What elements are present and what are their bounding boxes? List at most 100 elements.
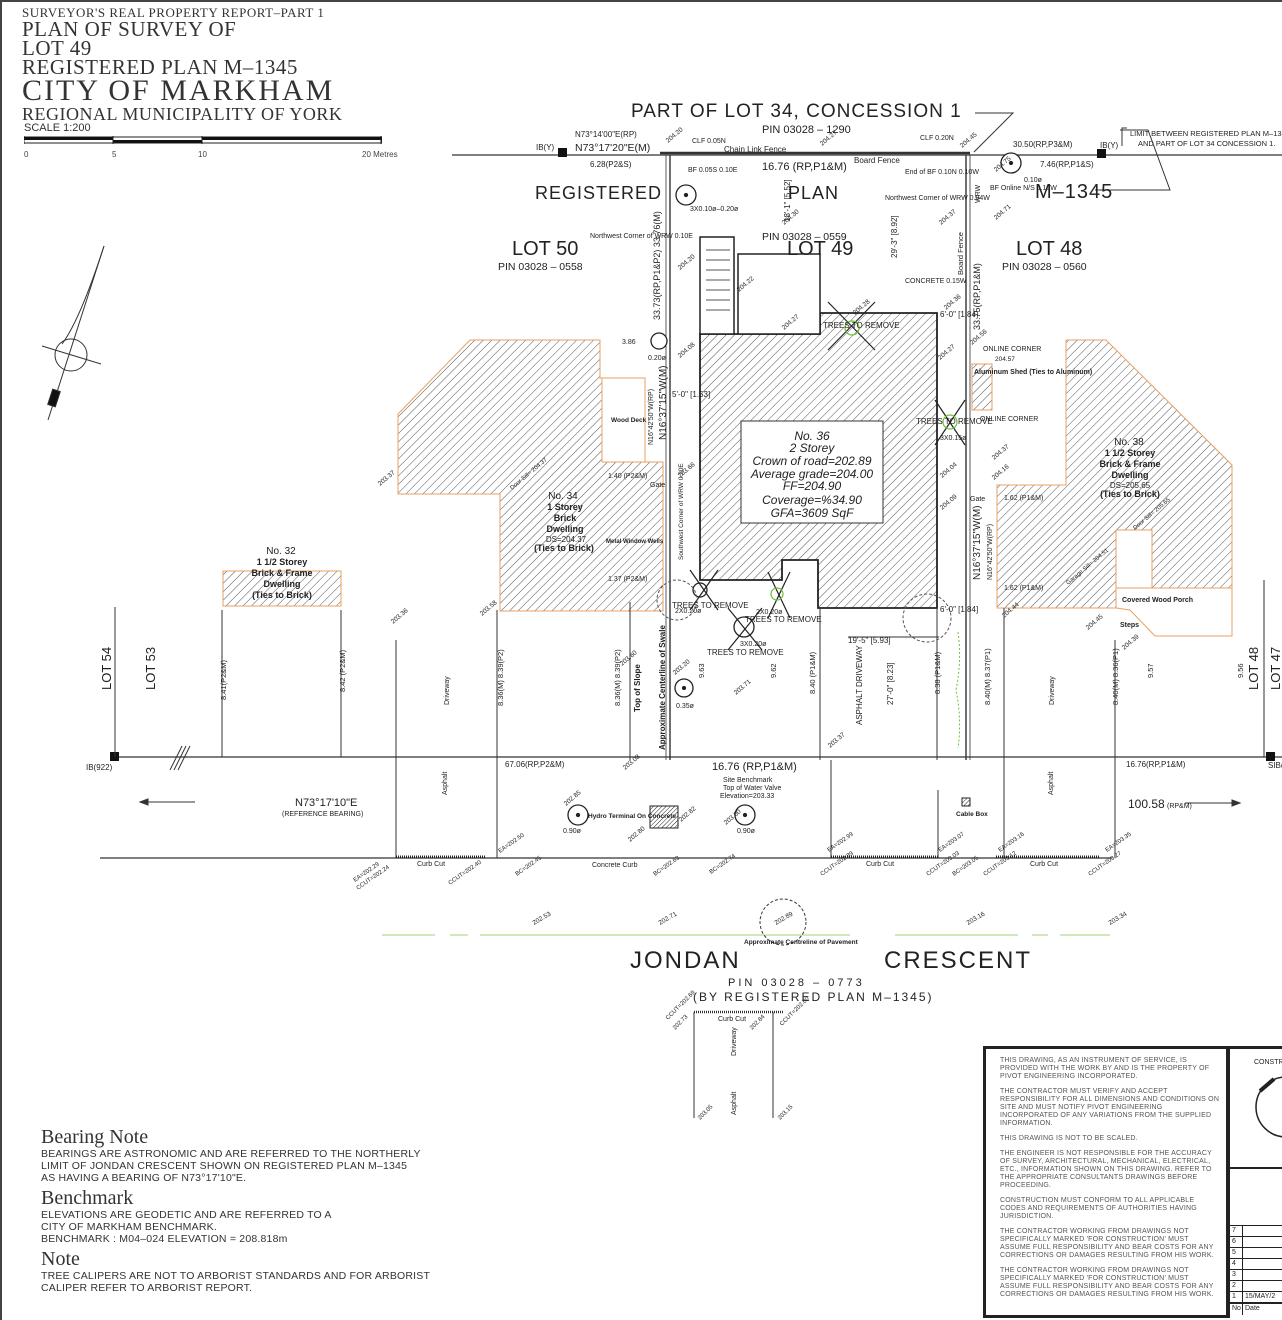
part-of-lot-leader (973, 112, 1015, 153)
board-fence-vertical: Board Fence (956, 232, 965, 275)
dist-3050: 30.50(RP,P3&M) (1013, 140, 1073, 149)
elevation: 203.08 (622, 753, 642, 771)
disclaimer-3: THIS DRAWING IS NOT TO BE SCALED. (1000, 1135, 1138, 1142)
lower-driveway-label: Driveway (731, 1027, 738, 1056)
house-32-l1: 1 1/2 Storey (257, 557, 308, 567)
dim-frontage-838: 8.38 (P1&M) (933, 651, 942, 694)
part-of-lot-title: PART OF LOT 34, CONCESSION 1 (631, 101, 962, 122)
frontage-lines (395, 602, 1116, 858)
elevation: 204.20 (677, 253, 697, 271)
disclaimer-2: THE CONTRACTOR MUST VERIFY AND ACCEPT RE… (1000, 1088, 1220, 1127)
trees-remove-4: TREES TO REMOVE (745, 615, 822, 624)
revision-row-6: 6 (1230, 1236, 1282, 1248)
note-text: TREE CALIPERS ARE NOT TO ARBORIST STANDA… (41, 1270, 431, 1294)
revision-row-7: 7 (1230, 1225, 1282, 1237)
trees-remove-2: TREES TO REMOVE (916, 417, 993, 426)
reference-bearing-note: (REFERENCE BEARING) (282, 811, 363, 818)
curb-value: CCUT=203.12 (983, 850, 1019, 877)
lot-48-label-b: LOT 48 (1246, 647, 1261, 690)
house-38-l1: 1 1/2 Storey (1105, 448, 1156, 458)
plan-number: M–1345 (1035, 181, 1113, 203)
elevation: 204.45 (959, 131, 979, 149)
region-name: REGIONAL MUNICIPALITY OF YORK (22, 104, 343, 124)
dim-frontage-962: 9.62 (769, 663, 778, 678)
west-lot-line (665, 155, 671, 760)
rev-no: 4 (1232, 1260, 1236, 1267)
lot-50-pin: PIN 03028 – 0558 (498, 261, 583, 273)
west-bearing-rp: N16°42'50"W(RP) (647, 389, 655, 445)
house-36-info: No. 36 2 Storey Crown of road=202.89 Ave… (750, 429, 874, 520)
ib-y-east: IB(Y) (1100, 141, 1119, 150)
aluminum-shed-label: Aluminum Shed (Ties to Aluminum) (974, 369, 1092, 376)
house-38-no: No. 38 (1114, 437, 1144, 448)
curb-cut-2: Curb Cut (866, 861, 894, 868)
house-36-crown: Crown of road=202.89 (752, 454, 871, 468)
house-38-footprint (996, 339, 1233, 609)
lot-53-label: LOT 53 (143, 647, 158, 690)
house-38-ds: DS=205.65 (1110, 481, 1151, 490)
curb-value: EA=203.16 (998, 831, 1026, 853)
dim-29-3: 29'-3" [8.92] (890, 215, 899, 258)
lot-49-pin: PIN 03028 – 0559 (762, 231, 847, 243)
tree-remove-icon (689, 301, 966, 651)
driveway-right: Driveway (1049, 676, 1056, 705)
bearing-arrow (138, 798, 1242, 807)
elevation: 204.04 (939, 461, 959, 479)
lower-elev: 202.84 (749, 1014, 767, 1032)
disclaimer-6: THE CONTRACTOR WORKING FROM DRAWINGS NOT… (1000, 1228, 1214, 1259)
registered-plan: REGISTERED PLAN M–1345 (22, 55, 298, 79)
dim-frontage-840c: 8.40(M) 8.36(P1) (1111, 648, 1120, 705)
elevation: 204.36 (943, 293, 963, 311)
house-36-ff: FF=204.90 (783, 479, 842, 493)
covered-wood-porch: Covered Wood Porch (1122, 597, 1193, 604)
elevation: 203.37 (377, 469, 397, 487)
chain-link-fence: Chain Link Fence (724, 145, 787, 154)
house-34-l3: Dwelling (546, 524, 583, 534)
tree-size-3x020: 3X0.20ø (740, 641, 767, 648)
sib-label: SIB( (1268, 761, 1282, 770)
dist-right-front: 16.76(RP,P1&M) (1126, 760, 1186, 769)
plan-label: PLAN (788, 183, 839, 203)
house-34-ties: (Ties to Brick) (534, 543, 594, 553)
board-fence: Board Fence (854, 156, 900, 165)
disclaimer-5: CONSTRUCTION MUST CONFORM TO ALL APPLICA… (1000, 1197, 1197, 1220)
cable-box-label: Cable Box (956, 811, 988, 818)
top-of-slope: Top of Slope (633, 664, 642, 712)
asphalt-right: Asphalt (1048, 772, 1055, 795)
revision-row-5: 5 (1230, 1247, 1282, 1259)
iron-bar-marker-east (1097, 149, 1106, 158)
part-of-lot-pin: PIN 03028 – 1290 (762, 124, 851, 136)
lot-48-pin: PIN 03028 – 0560 (1002, 261, 1087, 273)
note-title: Note (41, 1248, 80, 1270)
curb-value: BC=202.74 (709, 853, 738, 876)
ib-y-west: IB(Y) (536, 143, 555, 152)
revision-row-2: 2 (1230, 1280, 1282, 1292)
disclaimer-block: THIS DRAWING, AS AN INSTRUMENT OF SERVIC… (983, 1046, 1228, 1318)
elev-centreline-5: 203.34 (1108, 911, 1129, 927)
dim-18-1: 18'-1" [5.52] (783, 179, 792, 222)
lower-elev: 203.05 (697, 1104, 715, 1122)
elevation: 204.57 (995, 356, 1015, 363)
bearing-m: N73°17'20"E(M) (575, 142, 650, 154)
lower-asphalt-label: Asphalt (731, 1092, 738, 1115)
stamp-divider (1230, 1167, 1282, 1169)
tree-size-2x020b: 2X0.20ø (756, 609, 783, 616)
elevation: 204.37 (991, 443, 1011, 461)
asphalt-driveway: ASPHALT DRIVEWAY (855, 645, 864, 725)
curb-value: EA=203.07 (938, 831, 966, 853)
curb-value: EA=202.50 (498, 832, 526, 854)
rev-no: 2 (1232, 1282, 1236, 1289)
dim-frontage-841: 8.41(P2&M) (219, 659, 228, 700)
scale-label: SCALE 1:200 (24, 122, 91, 134)
end-of-bf: End of BF 0.10N 0.10W (905, 169, 979, 176)
rev-no: 6 (1232, 1238, 1236, 1245)
house-36-coverage: Coverage=%34.90 (762, 493, 862, 507)
rev-no: 3 (1232, 1271, 1236, 1278)
scale-tick-20: 20 Metres (362, 150, 398, 159)
dist-rear: 16.76 (RP,P1&M) (762, 161, 847, 173)
elevation: 203.20 (672, 658, 692, 676)
house-38-info: No. 38 1 1/2 Storey Brick & Frame Dwelli… (1099, 437, 1160, 499)
